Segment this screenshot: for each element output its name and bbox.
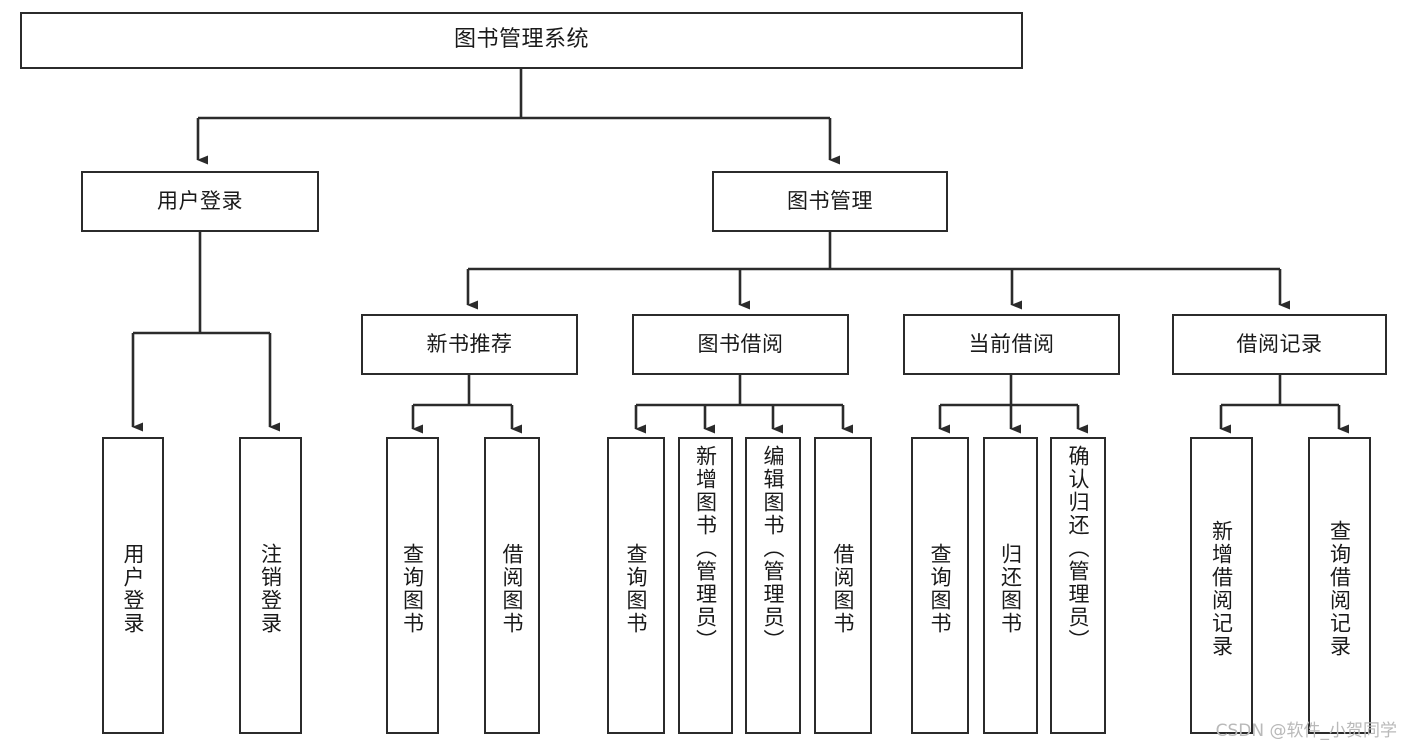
node-new-book-recommend[interactable]: 新书推荐 [361,314,578,375]
leaf-bookborrow-edit-book-admin[interactable]: 编辑图书（管理员） [745,437,801,734]
node-borrow-record[interactable]: 借阅记录 [1172,314,1387,375]
node-label: 图书借阅 [697,331,784,356]
node-label: 新书推荐 [426,331,513,356]
node-label: 新增图书（管理员） [693,445,718,652]
node-label: 查询图书 [400,542,425,635]
node-label: 借阅图书 [500,542,525,635]
node-label: 归还图书 [998,542,1023,635]
leaf-currentborrow-query-book[interactable]: 查询图书 [911,437,969,734]
node-label: 用户登录 [157,188,243,213]
node-label: 用户登录 [121,542,146,635]
node-label: 查询借阅记录 [1327,519,1352,658]
leaf-record-query-borrow-record[interactable]: 查询借阅记录 [1308,437,1371,734]
leaf-currentborrow-confirm-return-admin[interactable]: 确认归还（管理员） [1050,437,1106,734]
node-label: 借阅记录 [1236,331,1323,356]
node-label: 当前借阅 [968,331,1055,356]
leaf-newbook-borrow-book[interactable]: 借阅图书 [484,437,540,734]
node-root-system[interactable]: 图书管理系统 [20,12,1023,69]
node-label: 确认归还（管理员） [1066,445,1091,652]
leaf-newbook-query-book[interactable]: 查询图书 [386,437,439,734]
leaf-record-add-borrow-record[interactable]: 新增借阅记录 [1190,437,1253,734]
leaf-currentborrow-return-book[interactable]: 归还图书 [983,437,1038,734]
node-label: 查询图书 [624,542,649,635]
csdn-watermark: CSDN @软件_小贺同学 [1215,721,1397,741]
leaf-bookborrow-add-book-admin[interactable]: 新增图书（管理员） [678,437,733,734]
node-book-management[interactable]: 图书管理 [712,171,948,232]
node-label: 借阅图书 [831,542,856,635]
node-book-borrow[interactable]: 图书借阅 [632,314,849,375]
node-label: 注销登录 [258,542,283,635]
leaf-user-login-logout[interactable]: 注销登录 [239,437,302,734]
node-current-borrow[interactable]: 当前借阅 [903,314,1120,375]
node-label: 图书管理系统 [453,27,589,53]
node-label: 图书管理 [787,188,873,213]
leaf-user-login-login[interactable]: 用户登录 [102,437,164,734]
leaf-bookborrow-borrow-book[interactable]: 借阅图书 [814,437,872,734]
node-label: 编辑图书（管理员） [761,445,786,652]
node-label: 新增借阅记录 [1209,519,1234,658]
leaf-bookborrow-query-book[interactable]: 查询图书 [607,437,665,734]
node-user-login[interactable]: 用户登录 [81,171,319,232]
node-label: 查询图书 [928,542,953,635]
